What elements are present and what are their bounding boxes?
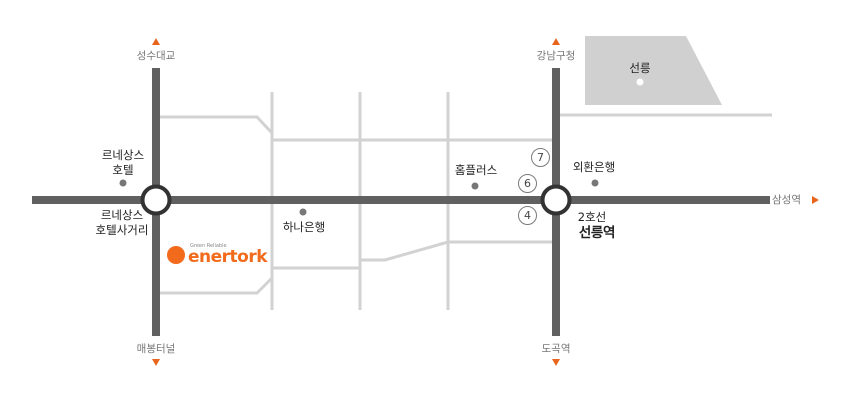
exit-number-badge: 4 [518,206,537,225]
direction-label-east: 삼성역 [772,194,801,206]
arrow-right-icon [812,196,819,204]
seolleung-park-area [585,36,722,105]
minor-road [360,240,555,262]
direction-label-south-right: 도곡역 [541,343,571,355]
arrow-down-icon [552,359,560,366]
line2-label: 2호선 [577,210,607,224]
poi-dot [299,208,307,216]
poi-dot [591,179,599,187]
exit-number-badge: 6 [518,174,537,193]
korea-exchange-bank-label: 외환은행 [572,160,616,174]
poi-dot [119,179,127,187]
direction-label-south-left: 매봉터널 [136,343,176,355]
intersection-marker-left [140,184,172,216]
renaissance-hotel-label: 르네상스 호텔 [101,148,145,177]
direction-label-north-left: 성수대교 [136,50,176,62]
seolleung-park-label: 선릉 [629,61,651,75]
hana-bank-label: 하나은행 [282,220,326,234]
poi-dots [119,179,599,216]
direction-label-north-right: 강남구청 [536,50,576,62]
exit-number-badge: 7 [531,148,550,167]
logo-mark-icon [167,246,185,264]
homeplus-label: 홈플러스 [454,163,498,177]
seolleung-station-label: 선릉역 [578,225,616,241]
minor-road [160,115,274,310]
logo-tagline: Green Reliable [190,243,227,249]
arrow-down-icon [152,359,160,366]
enertork-logo: Green Reliable enertork [167,243,268,271]
renaissance-intersection-label: 르네상스 호텔사거리 [95,208,149,237]
intersection-marker-right [540,184,572,216]
poi-dot-park [636,78,644,86]
minor-road [160,276,274,295]
logo-wordmark: enertork [188,247,268,267]
arrow-up-icon [552,38,560,45]
direction-arrows [152,38,819,366]
poi-dot [471,182,479,190]
arrow-up-icon [152,38,160,45]
